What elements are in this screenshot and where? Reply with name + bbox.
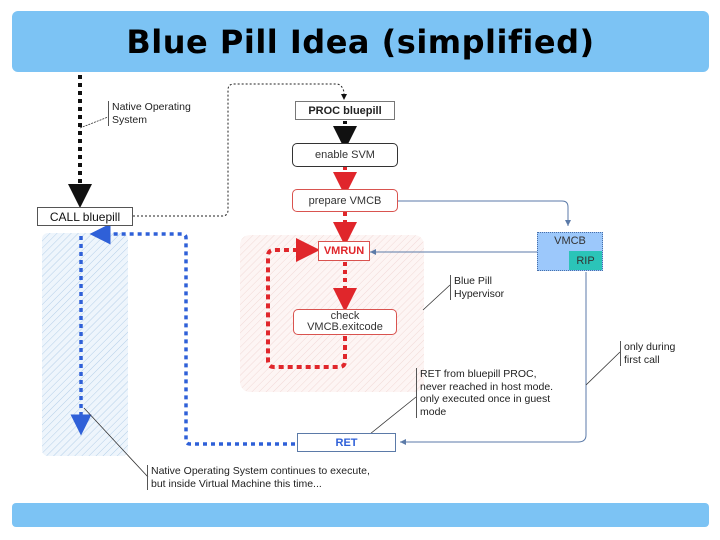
enable-svm-node: enable SVM — [292, 143, 398, 167]
call-bluepill-label: CALL bluepill — [49, 209, 121, 224]
call-bluepill-node: CALL bluepill — [37, 207, 133, 226]
guest-return-path — [89, 223, 295, 446]
rip-field: RIP — [569, 251, 602, 270]
rip-to-ret-line — [400, 272, 587, 445]
ret-node: RET — [297, 433, 396, 452]
footer-bar — [12, 503, 709, 527]
prepare-to-vmcb-line — [397, 200, 571, 226]
first-call-leader — [585, 351, 621, 386]
call-to-proc-line — [133, 83, 347, 217]
native-os-leader — [79, 116, 109, 129]
hypervisor-leader — [422, 284, 451, 311]
prepare-vmcb-node: prepare VMCB — [292, 189, 398, 212]
check-exitcode-line1: check — [330, 310, 360, 322]
proc-bluepill-node: PROC bluepill — [295, 101, 395, 120]
title-bar: Blue Pill Idea (simplified) — [12, 11, 709, 72]
ret-note-annotation: RET from bluepill PROC, never reached in… — [416, 368, 553, 418]
guest-note-leader — [83, 407, 149, 478]
proc-bluepill-label: PROC bluepill — [308, 104, 382, 117]
guest-region — [42, 233, 128, 456]
check-exitcode-line2: VMCB.exitcode — [307, 321, 383, 333]
vmcb-label: VMCB — [554, 235, 586, 247]
prepare-vmcb-label: prepare VMCB — [308, 194, 382, 207]
exit-loop-arrow — [266, 238, 347, 369]
hypervisor-annotation: Blue Pill Hypervisor — [450, 275, 504, 300]
check-exitcode-node: check VMCB.exitcode — [293, 309, 397, 335]
vmrun-label: VMRUN — [323, 245, 365, 257]
native-os-annotation: Native Operating System — [108, 101, 191, 126]
ret-label: RET — [335, 436, 358, 449]
first-call-annotation: only during first call — [620, 341, 675, 366]
vmrun-node: VMRUN — [318, 241, 370, 261]
guest-note-annotation: Native Operating System continues to exe… — [147, 465, 370, 490]
slide-title: Blue Pill Idea (simplified) — [126, 22, 595, 61]
ret-note-leader — [369, 396, 417, 435]
enable-svm-label: enable SVM — [315, 149, 375, 161]
vmcb-node: VMCB RIP — [537, 232, 603, 271]
